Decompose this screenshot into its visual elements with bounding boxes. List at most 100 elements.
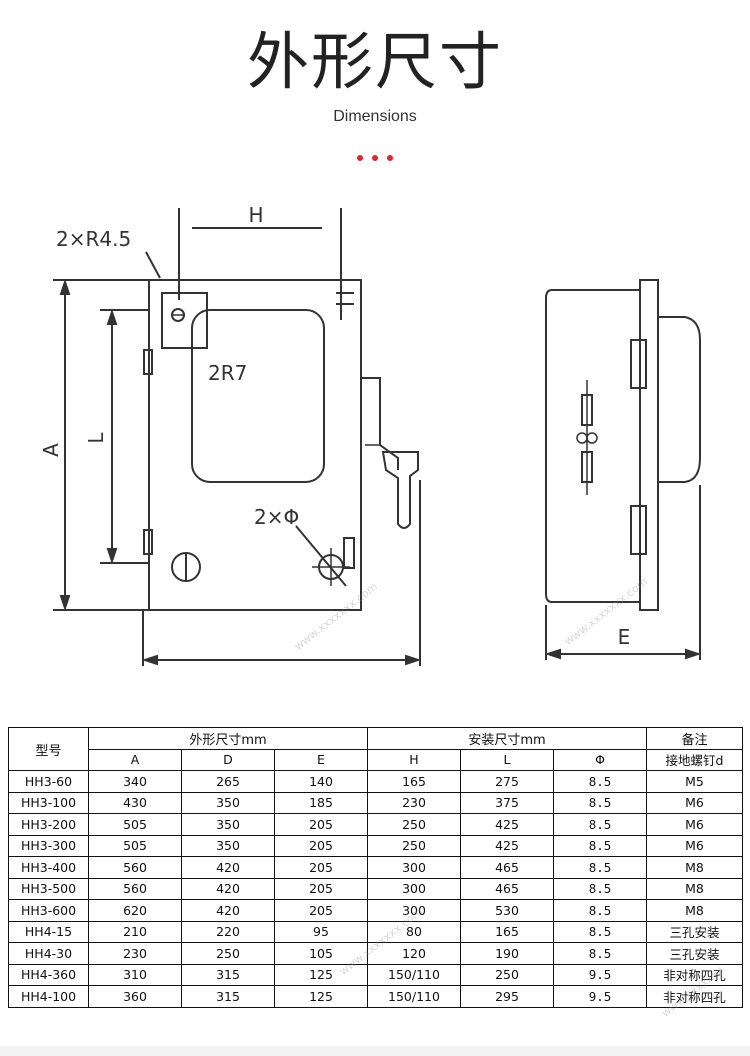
front-window (191, 309, 325, 483)
page-subtitle: Dimensions (333, 108, 417, 125)
mount-tab (161, 292, 208, 349)
table-cell: 465 (460, 877, 554, 900)
label-A: A (39, 443, 63, 457)
table-cell: 300 (367, 877, 461, 900)
table-cell: 250 (367, 813, 461, 836)
table-cell: 205 (274, 813, 368, 836)
dim-D-arrow-left (141, 654, 158, 666)
table-cell: 350 (181, 791, 275, 814)
dimension-drawing: H 2×R4.5 2R7 2×Φ A L E (39, 203, 702, 666)
col-group-mount: 安装尺寸mm (367, 727, 647, 750)
table-cell: 230 (88, 942, 182, 965)
table-cell: 425 (460, 834, 554, 857)
col-header-H: H (367, 748, 461, 771)
model-cell: HH3-60 (8, 770, 89, 793)
side-flange (639, 279, 659, 611)
model-cell: HH3-200 (8, 813, 89, 836)
table-cell: M8 (646, 856, 743, 879)
table-cell: 80 (367, 920, 461, 943)
table-header-row-2: A D E H L Φ 接地螺钉d (9, 748, 743, 771)
model-cell: HH4-15 (8, 920, 89, 943)
table-cell: 165 (367, 770, 461, 793)
table-cell: 三孔安装 (646, 942, 743, 965)
table-cell: 420 (181, 877, 275, 900)
front-body-outline (148, 279, 362, 611)
table-cell: 8.5 (553, 942, 647, 965)
table-cell: 560 (88, 877, 182, 900)
table-cell: 205 (274, 899, 368, 922)
col-header-model: 型号 (8, 727, 89, 771)
table-cell: 505 (88, 834, 182, 857)
table-cell: M6 (646, 834, 743, 857)
table-cell: 125 (274, 985, 368, 1008)
table-cell: 530 (460, 899, 554, 922)
model-cell: HH3-100 (8, 791, 89, 814)
table-cell: 8.5 (553, 856, 647, 879)
accent-dot (387, 155, 393, 161)
col-header-D: D (181, 748, 275, 771)
col-header-L: L (460, 748, 554, 771)
side-view (544, 279, 702, 660)
table-cell: 230 (367, 791, 461, 814)
table-cell: 465 (460, 856, 554, 879)
table-cell: 95 (274, 920, 368, 943)
table-cell: 425 (460, 813, 554, 836)
col-header-ground-screw: 接地螺钉d (646, 748, 743, 771)
label-L: L (84, 432, 108, 444)
page-title: 外形尺寸 (246, 25, 503, 98)
side-hinge-lower (630, 505, 647, 555)
accent-dot (357, 155, 363, 161)
dim-D-arrow-right (405, 654, 422, 666)
hinge-upper (143, 349, 153, 375)
dim-E-arrow-left (544, 648, 561, 660)
table-cell: 8.5 (553, 834, 647, 857)
side-body-outline (545, 289, 641, 603)
table-cell: 150/110 (367, 985, 461, 1008)
table-cell: 105 (274, 942, 368, 965)
side-hinge-upper (630, 339, 647, 389)
table-cell: 250 (181, 942, 275, 965)
table-cell: 315 (181, 963, 275, 986)
table-cell: 420 (181, 856, 275, 879)
col-header-A: A (88, 748, 182, 771)
table-cell: 8.5 (553, 920, 647, 943)
col-header-E: E (274, 748, 368, 771)
side-cover-bulge (658, 316, 701, 483)
table-cell: 190 (460, 942, 554, 965)
table-cell: 8.5 (553, 813, 647, 836)
table-cell: 150/110 (367, 963, 461, 986)
spec-table: 型号 外形尺寸mm 安装尺寸mm 备注 A D E H L Φ 接地螺钉d HH… (8, 727, 743, 1008)
model-cell: HH3-300 (8, 834, 89, 857)
model-cell: HH3-400 (8, 856, 89, 879)
side-fuse-top (581, 394, 593, 426)
handle-grip (381, 451, 419, 529)
model-cell: HH4-360 (8, 963, 89, 986)
table-cell: 300 (367, 856, 461, 879)
table-cell: M8 (646, 877, 743, 900)
dim-L-arrow-top (106, 308, 118, 325)
accent-dots (355, 155, 397, 163)
table-cell: 310 (88, 963, 182, 986)
model-cell: HH4-30 (8, 942, 89, 965)
table-cell: 350 (181, 834, 275, 857)
label-corner: 2R7 (208, 361, 247, 385)
table-cell: 8.5 (553, 877, 647, 900)
table-cell: 375 (460, 791, 554, 814)
side-fuse-bottom (581, 451, 593, 483)
table-cell: 120 (367, 942, 461, 965)
col-header-phi: Φ (553, 748, 647, 771)
hinge-lower (143, 529, 153, 555)
table-cell: 8.5 (553, 770, 647, 793)
table-cell: 205 (274, 877, 368, 900)
table-cell: 430 (88, 791, 182, 814)
table-cell: 165 (460, 920, 554, 943)
label-E: E (618, 625, 631, 649)
